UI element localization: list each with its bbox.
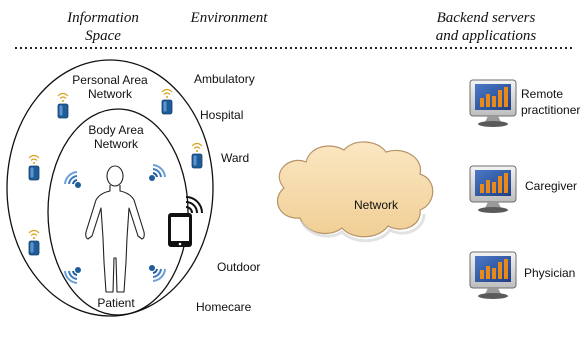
personal-area-label-line2: Network — [88, 87, 133, 101]
body-area-label-line1: Body Area — [88, 123, 144, 137]
body-area-network-boundary — [47, 108, 189, 316]
server-label-remote: Remote — [521, 87, 563, 101]
monitor-bar-chart-icon — [469, 251, 517, 300]
wireless-sensor-icon — [28, 154, 40, 181]
server-label-physician: Physician — [524, 266, 575, 280]
wifi-signal-icon — [148, 164, 166, 182]
header-backend-line1: Backend servers — [437, 10, 536, 26]
header-information-space-line2: Space — [85, 28, 121, 44]
environment-ambulatory: Ambulatory — [194, 72, 255, 86]
wireless-sensor-icon — [28, 229, 40, 256]
wireless-sensor-icon — [191, 142, 203, 169]
monitor-bar-chart-icon — [469, 79, 517, 128]
environment-ward: Ward — [221, 151, 249, 165]
header-information-space-line1: Information — [66, 10, 139, 26]
patient-label: Patient — [97, 296, 135, 310]
environment-outdoor: Outdoor — [217, 260, 260, 274]
server-label-caregiver: Caregiver — [525, 179, 577, 193]
body-area-label-line2: Network — [94, 137, 139, 151]
monitor-bar-chart-icon — [469, 165, 517, 214]
smartphone-icon — [168, 196, 203, 247]
wireless-sensor-icon — [161, 88, 173, 115]
human-body-outline-icon — [85, 165, 145, 293]
environment-homecare: Homecare — [196, 300, 252, 314]
environment-hospital: Hospital — [200, 108, 243, 122]
header-backend-line2: and applications — [436, 28, 537, 44]
personal-area-label-line1: Personal Area — [72, 73, 148, 87]
server-label-practitioner: practitioner — [521, 103, 580, 117]
personal-area-network-boundary — [6, 59, 214, 317]
wifi-signal-icon — [148, 264, 166, 282]
wifi-signal-icon — [64, 171, 82, 189]
network-label: Network — [354, 198, 399, 212]
cloud-icon — [277, 141, 434, 243]
wireless-sensor-icon — [57, 92, 69, 119]
header-environment: Environment — [190, 10, 269, 26]
wifi-signal-icon — [64, 266, 82, 284]
